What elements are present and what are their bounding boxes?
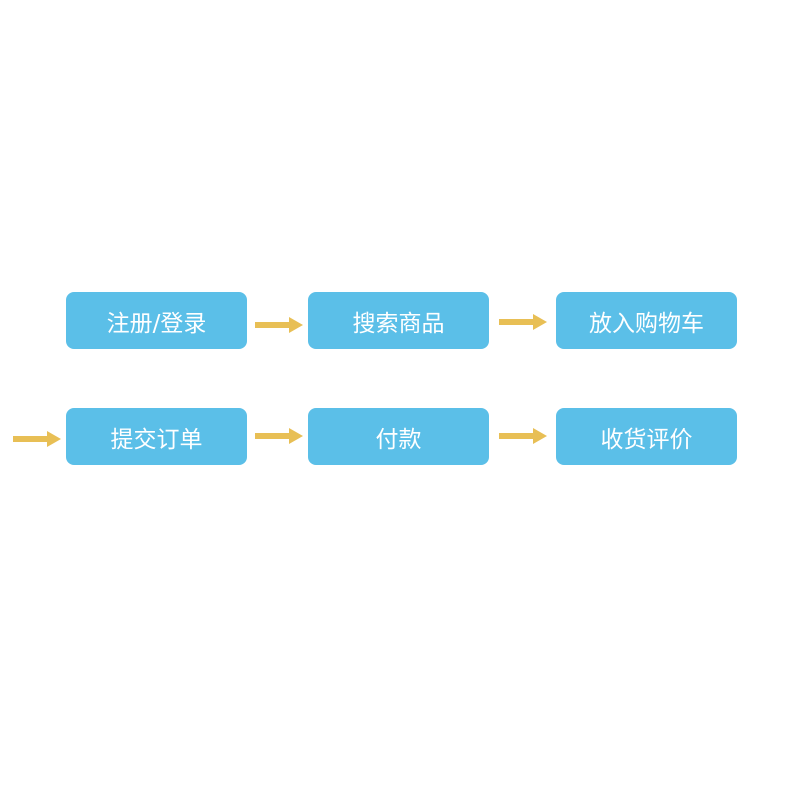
- step-search-products: 搜索商品: [308, 292, 489, 349]
- step-add-to-cart: 放入购物车: [556, 292, 737, 349]
- arrow-right-icon: [13, 431, 61, 447]
- step-receive-review: 收货评价: [556, 408, 737, 465]
- arrow-right-icon: [255, 317, 303, 333]
- step-register-login: 注册/登录: [66, 292, 247, 349]
- step-payment: 付款: [308, 408, 489, 465]
- arrow-right-icon: [499, 314, 547, 330]
- arrow-right-icon: [255, 428, 303, 444]
- step-submit-order: 提交订单: [66, 408, 247, 465]
- arrow-right-icon: [499, 428, 547, 444]
